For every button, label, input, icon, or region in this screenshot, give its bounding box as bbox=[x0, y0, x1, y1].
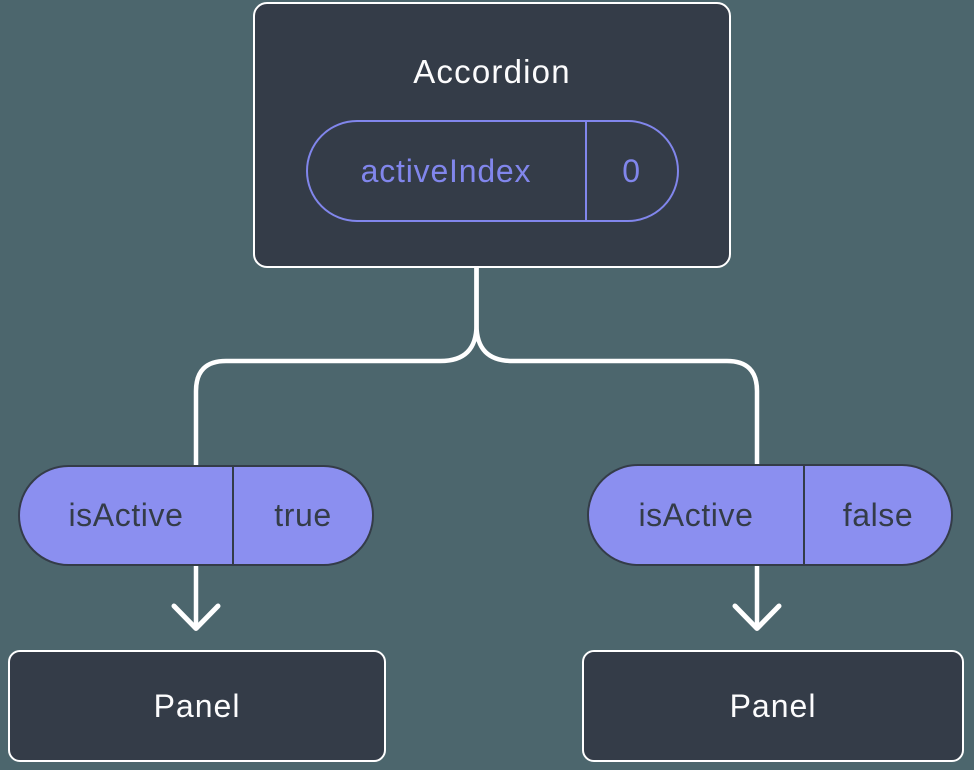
panel-node-title: Panel bbox=[729, 687, 817, 724]
accordion-node: Accordion activeIndex 0 bbox=[253, 2, 731, 268]
branch-left-connector bbox=[193, 266, 479, 466]
prop-name-label: isActive bbox=[20, 467, 234, 564]
branch-right-connector bbox=[474, 266, 760, 466]
panel-node-left: Panel bbox=[8, 650, 386, 762]
prop-name-label: isActive bbox=[589, 466, 805, 564]
arrow-right-head-icon bbox=[732, 603, 782, 631]
prop-value-label: false bbox=[842, 496, 914, 533]
accordion-node-title: Accordion bbox=[413, 53, 571, 90]
panel-node-title: Panel bbox=[153, 687, 241, 724]
state-pill-activeindex: activeIndex 0 bbox=[305, 120, 679, 222]
state-value-label: 0 bbox=[622, 152, 641, 189]
prop-value-label: true bbox=[274, 497, 332, 533]
prop-pill-isactive-true: isActive true bbox=[18, 465, 374, 566]
panel-node-right: Panel bbox=[582, 650, 964, 762]
arrow-left-head-icon bbox=[171, 603, 221, 631]
state-name-label: activeIndex bbox=[308, 122, 587, 220]
prop-pill-isactive-false: isActive false bbox=[587, 464, 953, 566]
